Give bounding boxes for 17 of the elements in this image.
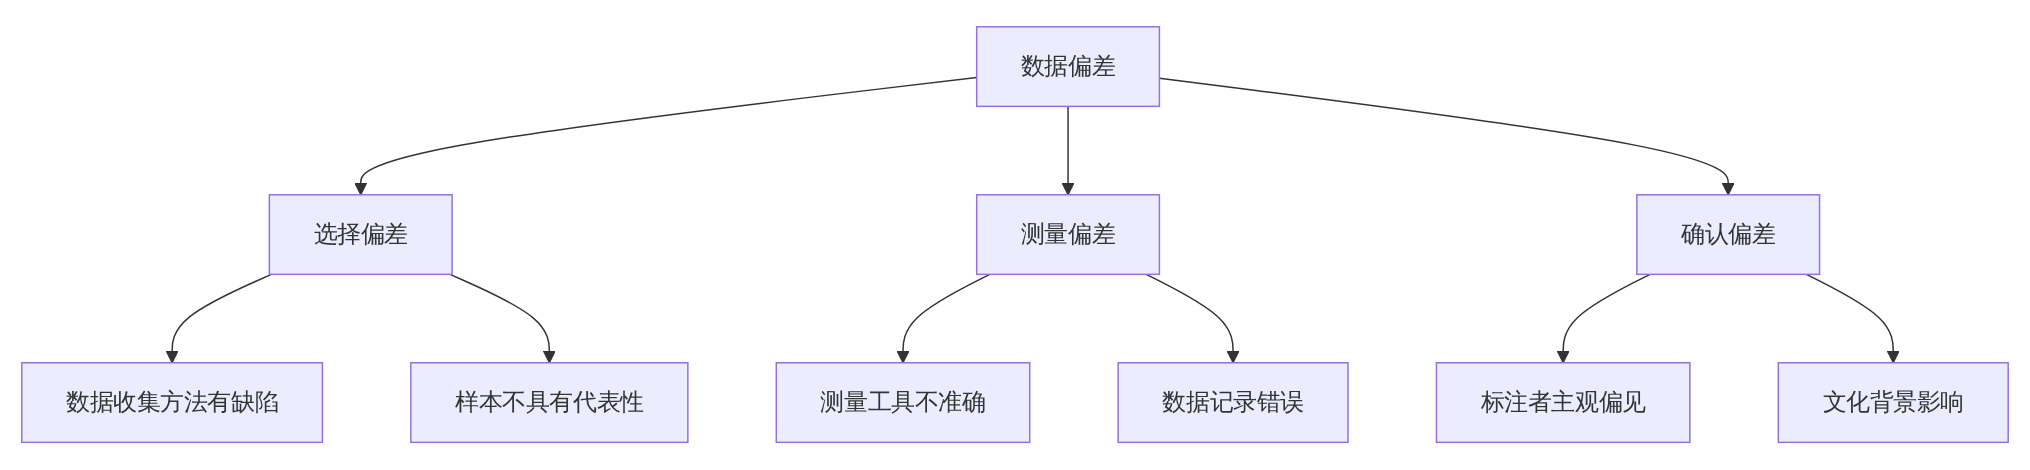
arrow — [1805, 274, 1900, 364]
arrow — [896, 274, 991, 364]
arrow — [1556, 274, 1651, 364]
node-box: 测量偏差 — [975, 194, 1161, 276]
node-box: 样本不具有代表性 — [410, 362, 689, 444]
node-box: 确认偏差 — [1636, 194, 1821, 276]
node-box: 测量工具不准确 — [775, 362, 1031, 444]
node-box: 标注者主观偏见 — [1435, 362, 1691, 444]
node-box: 文化背景影响 — [1777, 362, 2009, 444]
arrow — [165, 274, 273, 364]
arrow — [1061, 106, 1075, 196]
arrow — [1145, 274, 1240, 364]
arrow — [449, 274, 556, 364]
node-box: 数据偏差 — [975, 26, 1161, 108]
node-box: 数据收集方法有缺陷 — [21, 362, 324, 444]
node-box: 数据记录错误 — [1117, 362, 1349, 444]
node-box: 选择偏差 — [268, 194, 453, 276]
